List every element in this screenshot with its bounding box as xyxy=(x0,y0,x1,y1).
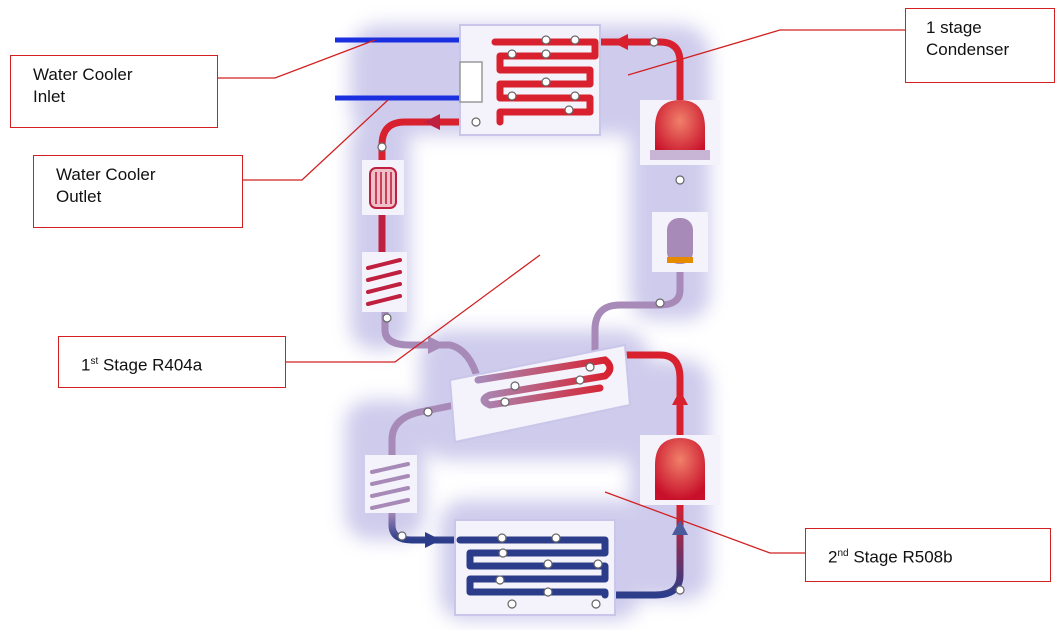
coil-to-expansion-pipe xyxy=(381,308,482,384)
leader-stage2 xyxy=(604,491,805,554)
flow-arrows xyxy=(424,34,688,548)
condenser-inlet-pipe xyxy=(596,38,684,104)
arrow-evaporator-outlet xyxy=(672,520,688,535)
leader-stage1 xyxy=(286,254,541,363)
stage2-ordinal: 2 xyxy=(828,547,838,567)
first-stage-compressor xyxy=(640,100,720,165)
condenser-line1: 1 stage xyxy=(926,18,982,37)
stage2-suffix: nd xyxy=(837,548,849,559)
stage2-text: Stage R508b xyxy=(848,547,953,567)
water-inlet-line2: Inlet xyxy=(33,87,66,106)
water-cooler-outlet-label: Water Cooler Outlet xyxy=(33,155,243,228)
arrow-expansion xyxy=(428,336,446,354)
dryer-to-exchanger-pipe xyxy=(591,266,684,354)
water-inlet-line1: Water Cooler xyxy=(33,65,133,84)
stage1-ordinal: 1 xyxy=(81,355,91,375)
leader-lines xyxy=(218,29,905,554)
evaporator xyxy=(454,519,616,616)
water-outlet-line2: Outlet xyxy=(56,187,102,206)
stage1-text: Stage R404a xyxy=(98,355,203,375)
coil-to-evaporator-pipe xyxy=(388,508,459,544)
water-outlet-line1: Water Cooler xyxy=(56,165,156,184)
water-cooler-inlet-label: Water Cooler Inlet xyxy=(10,55,218,128)
arrow-cascade-return xyxy=(672,390,688,405)
stage1-suffix: st xyxy=(90,356,99,367)
leader-condenser xyxy=(627,29,905,76)
condenser-label: 1 stage Condenser xyxy=(905,8,1055,83)
exchanger-to-coil-pipe xyxy=(388,394,494,459)
second-stage-compressor xyxy=(640,435,720,505)
arrow-condenser-outlet xyxy=(424,114,440,130)
arrow-evaporator-inlet xyxy=(425,532,441,548)
leader-water-outlet xyxy=(243,99,389,181)
sensor-points xyxy=(377,35,685,609)
second-stage-loop xyxy=(388,351,684,599)
compressor-to-exchanger-pipe xyxy=(611,351,684,439)
arrow-condenser-inlet xyxy=(612,34,628,50)
evaporator-to-compressor-pipe xyxy=(611,501,684,599)
first-stage-label: 1st Stage R404a xyxy=(58,336,286,388)
second-stage-label: 2nd Stage R508b xyxy=(805,528,1051,582)
condenser-line2: Condenser xyxy=(926,40,1010,59)
cascade-heat-exchanger xyxy=(448,343,632,444)
liquid-receiver xyxy=(652,212,708,272)
precooling-coil xyxy=(362,252,407,312)
second-stage-precooler xyxy=(365,455,417,513)
filter-drier xyxy=(362,160,404,215)
leader-water-inlet xyxy=(218,39,376,79)
